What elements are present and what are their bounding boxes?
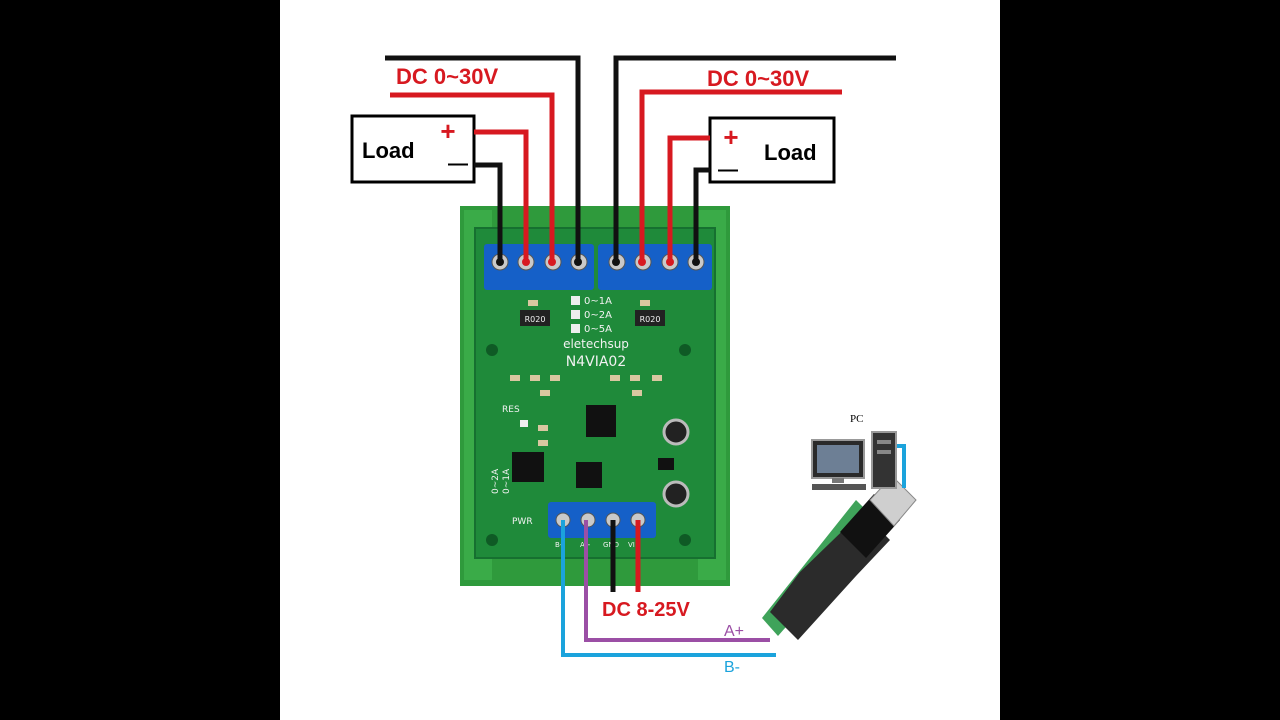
pc-drive [877,450,891,454]
pc-icon [811,431,897,490]
bottom-pin-b: B- [555,541,563,549]
supply-negative-wire-right [613,55,896,260]
ic-chip [576,462,602,488]
power-input-wires [610,520,641,592]
terminal-block-left [484,244,594,290]
shunt-resistor-left [520,310,550,326]
pc-label: PC [850,413,863,425]
mount-hole [679,344,691,356]
pwr-label: PWR [512,517,533,527]
range-jumper [571,310,580,319]
mount-hole [486,344,498,356]
supply-label-left: DC 0~30V [396,64,498,89]
wire-tips [496,258,700,266]
ic-chip [586,405,616,437]
regulator [658,458,674,470]
capacitor [662,480,690,508]
side-range-label-1: 0~1A [502,468,512,494]
plus-sign-right: + [723,122,738,152]
minus-sign-left: — [448,153,468,175]
range-jumper [571,296,580,305]
smd-components [510,300,662,446]
rs485-b-wire [561,520,776,657]
load-negative-wire-right [693,167,710,260]
rs485-wires [561,520,776,657]
rs485-a-wire [584,520,770,642]
pc-drive [877,440,891,444]
supply-negative-wire-left [385,55,581,260]
supply-label-right: DC 0~30V [707,66,809,91]
wiring-diagram: R020 R020 0~1A 0~2A 0~5A eletechsup N4VI… [280,0,1000,720]
board-model: N4VIA02 [566,354,626,370]
supply-positive-wire-left [390,92,555,260]
shunt-marking-right: R020 [640,315,661,324]
pc-stand [832,478,844,483]
range-label-1: 0~1A [584,296,612,307]
plus-sign-left: + [440,116,455,146]
ic-chip [512,452,544,482]
terminal-block-bottom [548,502,656,538]
load-positive-wire-left [474,129,529,260]
res-label: RES [502,405,520,415]
shunt-resistor-right [635,310,665,326]
shunt-marking-left: R020 [525,315,546,324]
load-box-right [708,116,836,184]
terminal-block-right [598,244,712,290]
load-box-left [350,114,476,184]
wires-left-channel [385,55,581,260]
rs485-a-label: A+ [724,623,744,640]
side-range-label-2: 0~2A [491,468,501,494]
load-positive-wire-right [667,135,710,260]
mount-hole [679,534,691,546]
power-input-label: DC 8-25V [602,599,690,621]
load-label-left: Load [362,138,415,163]
capacitor [662,418,690,446]
minus-sign-right: — [718,159,738,181]
pc-keyboard [812,484,866,490]
bottom-pin-vin: VIN [628,541,640,549]
usb-rs485-adapter [762,475,917,640]
range-label-2: 0~2A [584,310,612,321]
load-label-right: Load [764,140,817,165]
rs485-b-label: B- [724,659,740,676]
board-brand: eletechsup [563,337,629,351]
mount-hole [486,534,498,546]
wiring-diagram-svg: R020 R020 0~1A 0~2A 0~5A eletechsup N4VI… [350,55,917,676]
load-negative-wire-left [474,162,503,260]
supply-positive-wire-right [639,89,842,260]
wires-right-channel [613,55,896,260]
res-button [520,420,528,427]
range-jumper [571,324,580,333]
range-label-3: 0~5A [584,324,612,335]
pc-screen [817,445,859,473]
